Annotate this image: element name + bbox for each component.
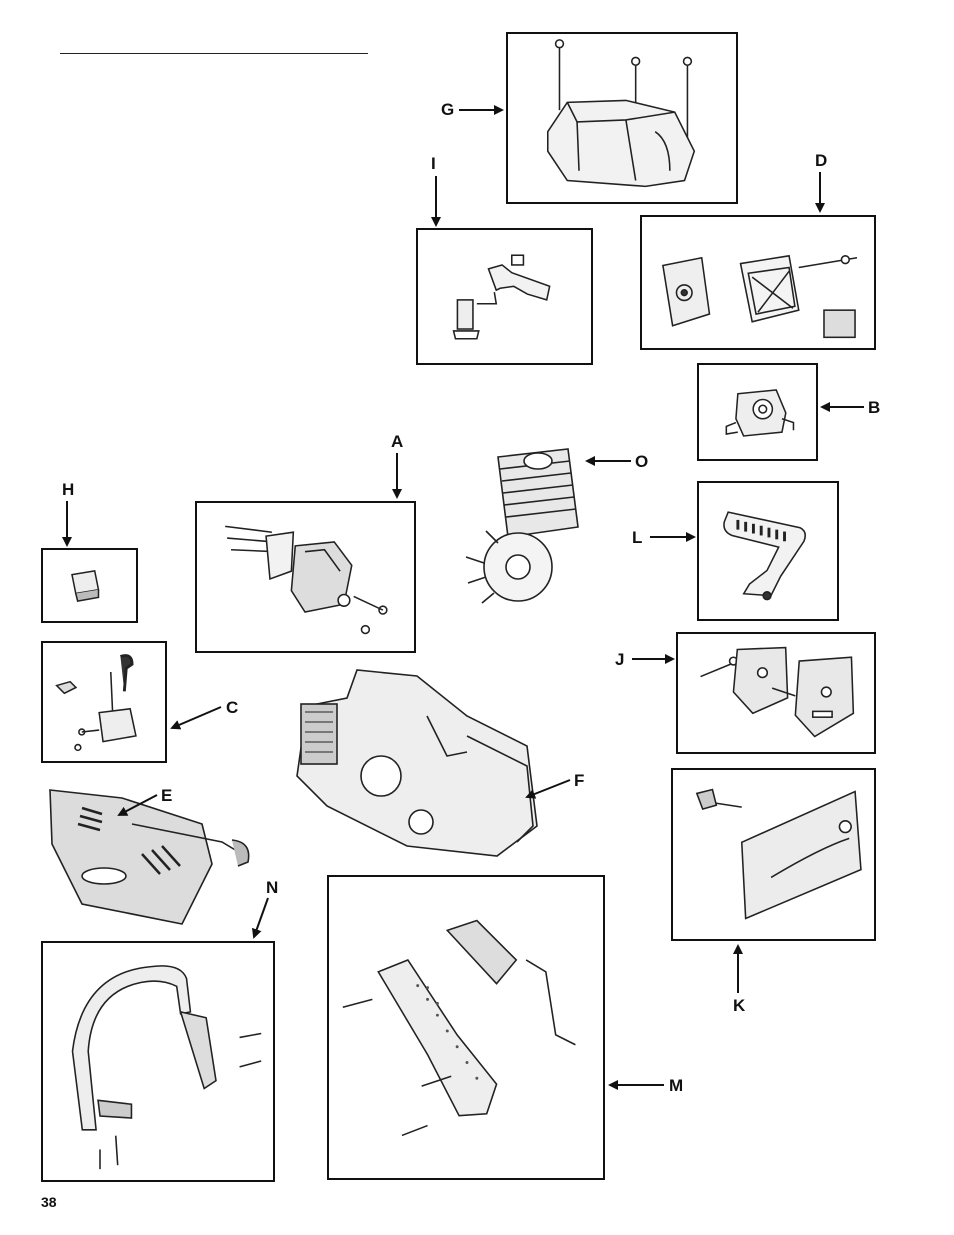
callout-c: C [226, 699, 238, 716]
sprocket-cover-icon [673, 770, 874, 939]
callout-l: L [632, 529, 642, 546]
diagram-box-a [195, 501, 416, 653]
diagram-f [287, 656, 551, 862]
crankcase-icon [287, 656, 551, 862]
arrow-c [172, 707, 221, 728]
chain-guard-plates-icon [678, 634, 874, 752]
diagram-box-k [671, 768, 876, 941]
diagram-box-i [416, 228, 593, 365]
header-rule [60, 53, 368, 54]
callout-a: A [391, 433, 403, 450]
diagram-e [42, 784, 278, 927]
diagram-box-c [41, 641, 167, 763]
callout-m: M [669, 1077, 683, 1094]
diagram-box-b [697, 363, 818, 461]
callout-b: B [868, 399, 880, 416]
callout-k: K [733, 997, 745, 1014]
front-handle-icon [43, 943, 273, 1180]
throttle-lever-icon [418, 230, 591, 363]
callout-d: D [815, 152, 827, 169]
diagram-box-m [327, 875, 605, 1180]
cylinder-icon [458, 437, 598, 605]
page-number: 38 [41, 1194, 57, 1210]
callout-f: F [574, 772, 584, 789]
diagram-o [458, 437, 598, 605]
diagram-box-h [41, 548, 138, 623]
switch-icon [43, 550, 136, 621]
diagram-box-d [640, 215, 876, 350]
rear-handle-icon [329, 877, 603, 1178]
air-filter-icon [642, 217, 874, 348]
callout-e: E [161, 787, 172, 804]
callout-h: H [62, 481, 74, 498]
diagram-box-n [41, 941, 275, 1182]
ignition-module-icon [43, 643, 165, 761]
callout-n: N [266, 879, 278, 896]
callout-o: O [635, 453, 648, 470]
callout-g: G [441, 101, 454, 118]
callout-i: I [431, 155, 436, 172]
carburetor-icon [699, 365, 816, 459]
starter-housing-icon [42, 784, 278, 927]
top-cover-icon [508, 34, 736, 202]
callout-j: J [615, 651, 624, 668]
chain-brake-handle-icon [699, 483, 837, 619]
diagram-box-l [697, 481, 839, 621]
diagram-box-g [506, 32, 738, 204]
diagram-box-j [676, 632, 876, 754]
muffler-icon [197, 503, 414, 651]
